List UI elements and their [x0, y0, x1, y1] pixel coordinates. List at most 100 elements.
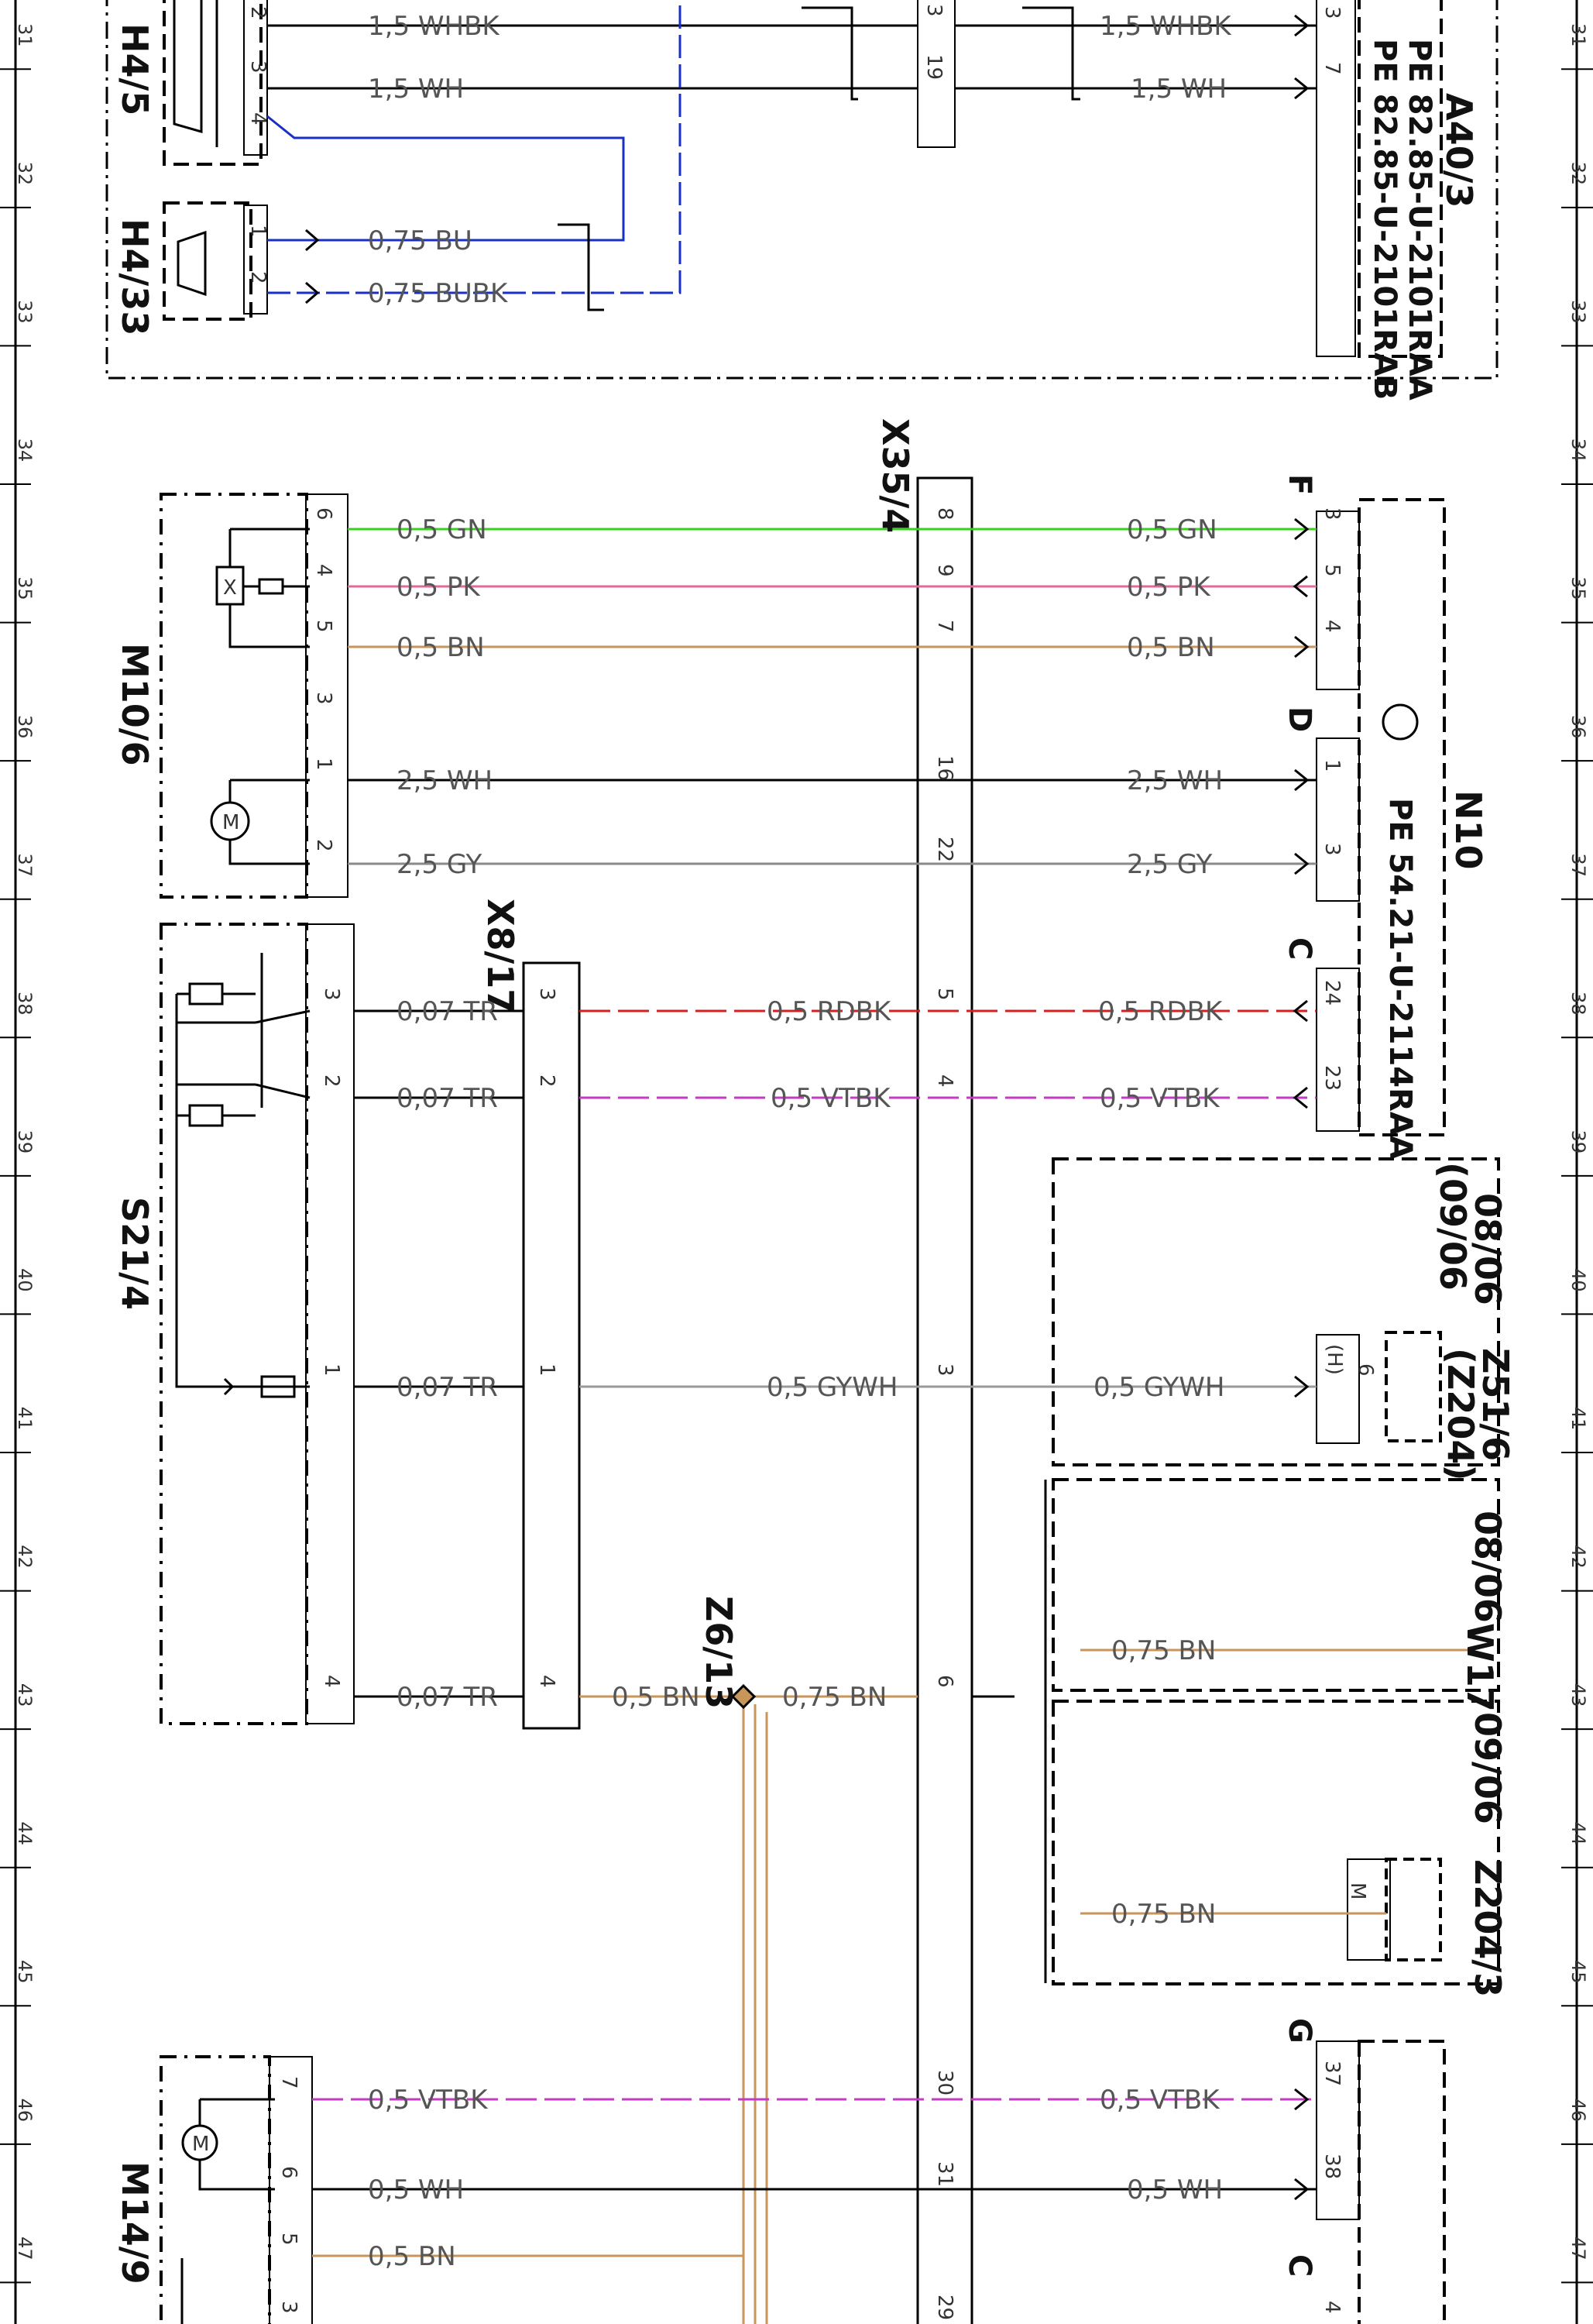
grid-number: 40	[14, 1268, 36, 1292]
label-h4-33: H4/33	[114, 218, 156, 335]
pin-number: 3	[1320, 843, 1344, 856]
pin-number: 24	[1320, 980, 1344, 1006]
n10-reference: PE 54.21-U-2114RAA	[1382, 798, 1418, 1160]
label-z51-6: Z51/6	[1475, 1348, 1516, 1461]
connector-arrows	[305, 14, 1310, 2201]
wire-label: 0,75 BN	[1111, 1635, 1216, 1666]
label-m10-6: M10/6	[114, 643, 156, 766]
wire-label: 0,5 VTBK	[1100, 1083, 1220, 1114]
pin-numbers: 2 3 4 1 2 3 19 3 7 6 4 5 3 1 2 8 9 7 16 …	[246, 4, 1377, 2320]
pin-number: 2	[246, 271, 270, 284]
pin-number: 1	[1320, 759, 1344, 772]
pin-number: 1	[535, 1363, 558, 1377]
wire-label: 0,5 BN	[397, 632, 485, 663]
z204-3-pin-m: M	[1346, 1882, 1369, 1899]
plug-letter-c: C	[1282, 937, 1317, 960]
symbols: X M M M	[192, 576, 1369, 2156]
top-section	[105, 0, 1499, 380]
pin-number: 3	[1320, 6, 1344, 19]
pin-number: 9	[933, 564, 956, 577]
wire-label: 0,75 BN	[782, 1682, 887, 1713]
wire-label: 0,75 BN	[1111, 1899, 1216, 1930]
grid-number: 35	[14, 576, 36, 600]
wire-label: 0,5 RDBK	[1098, 996, 1224, 1027]
pin-number: 3	[922, 4, 946, 17]
pin-number: 2	[535, 1074, 558, 1088]
plug-letter-c-lower: C	[1282, 2254, 1317, 2277]
grid-number: 45	[1567, 1960, 1589, 1984]
label-s21-4: S21/4	[114, 1197, 156, 1310]
wire-label: 2,5 WH	[397, 765, 493, 796]
wire-labels: 1,5 WHBK 1,5 WHBK 1,5 WH 1,5 WH 0,75 BU …	[368, 11, 1232, 2272]
grid-number: 43	[14, 1683, 36, 1707]
grid-number: 47	[14, 2236, 36, 2260]
label-z204: (Z204)	[1440, 1348, 1481, 1480]
grid-number: 33	[1567, 300, 1589, 324]
pin-number: 4	[246, 112, 270, 125]
pin-number: 22	[933, 837, 956, 862]
pin-number: 1	[246, 225, 270, 238]
grid-number: 42	[14, 1545, 36, 1569]
pin-number: 3	[312, 692, 335, 705]
motor-symbol-m14: M	[192, 2133, 209, 2156]
resistor-symbol: X	[223, 576, 237, 600]
wire-label: 0,07 TR	[397, 1372, 498, 1403]
wire-label: 0,5 BN	[368, 2241, 456, 2272]
wire-label: 0,5 PK	[1127, 572, 1211, 603]
pin-number: 6	[933, 1675, 956, 1688]
main-wires	[312, 528, 1471, 2324]
pin-number: 16	[933, 755, 956, 781]
motor-symbol: M	[222, 811, 239, 834]
wire-label: 2,5 GY	[397, 849, 482, 880]
pin-number: 3	[246, 60, 270, 74]
z51-6-date-2: (09/06	[1432, 1162, 1474, 1291]
pin-number: 4	[535, 1675, 558, 1688]
grid-number: 34	[1567, 438, 1589, 462]
pin-number: 30	[933, 2070, 956, 2095]
wire-label: 0,5 PK	[397, 572, 481, 603]
pin-number: 5	[277, 2233, 300, 2246]
pin-number: 4	[1320, 2301, 1344, 2314]
grid-frame	[14, 0, 1578, 2324]
pin-number: 7	[277, 2076, 300, 2089]
grid-number: 42	[1567, 1545, 1589, 1569]
plug-letters: F D C G C	[1282, 474, 1317, 2277]
pin-number: 8	[933, 507, 956, 521]
pin-number: 7	[933, 620, 956, 633]
pin-number: 2	[246, 6, 270, 19]
wire-label: 0,5 WH	[1127, 2174, 1223, 2205]
grid-number: 41	[1567, 1407, 1589, 1431]
pin-number: 5	[933, 988, 956, 1001]
wire-label: 0,5 GN	[397, 514, 487, 545]
pin-number: 29	[933, 2295, 956, 2320]
grid-number: 32	[14, 162, 36, 186]
label-z6-13: Z6/13	[698, 1596, 740, 1709]
pin-number: 5	[1320, 564, 1344, 577]
wire-0-75-bubk	[267, 0, 681, 294]
grid-number: 31	[1567, 23, 1589, 47]
pin-number: 7	[1320, 62, 1344, 75]
label-z204-3: Z204/3	[1467, 1859, 1509, 1997]
a40-3-reference-1: PE 82.85-U-2101RAA	[1402, 39, 1437, 401]
label-m14-9: M14/9	[114, 2161, 156, 2284]
grid-number: 39	[1567, 1130, 1589, 1154]
n10-box	[1316, 498, 1446, 1136]
grid-number: 37	[1567, 853, 1589, 877]
pin-number: 4	[312, 564, 335, 577]
pin-number: 3	[320, 988, 343, 1001]
wire-label: 2,5 GY	[1127, 849, 1213, 880]
wire-label: 0,5 RDBK	[767, 996, 892, 1027]
wire-label: 1,5 WHBK	[368, 11, 500, 42]
pin-number: 6	[277, 2166, 300, 2179]
wire-label: 0,5 GYWH	[1093, 1372, 1225, 1403]
plug-letter-f: F	[1282, 474, 1317, 495]
label-h4-5: H4/5	[114, 23, 156, 115]
wire-label: 0,75 BUBK	[368, 278, 509, 309]
pin-number: 6	[312, 507, 335, 521]
wire-label: 0,5 BN	[1127, 632, 1215, 663]
m10-6-box	[160, 493, 348, 899]
pin-number: 3	[1320, 507, 1344, 521]
wire-label: 0,5 VTBK	[368, 2085, 489, 2116]
